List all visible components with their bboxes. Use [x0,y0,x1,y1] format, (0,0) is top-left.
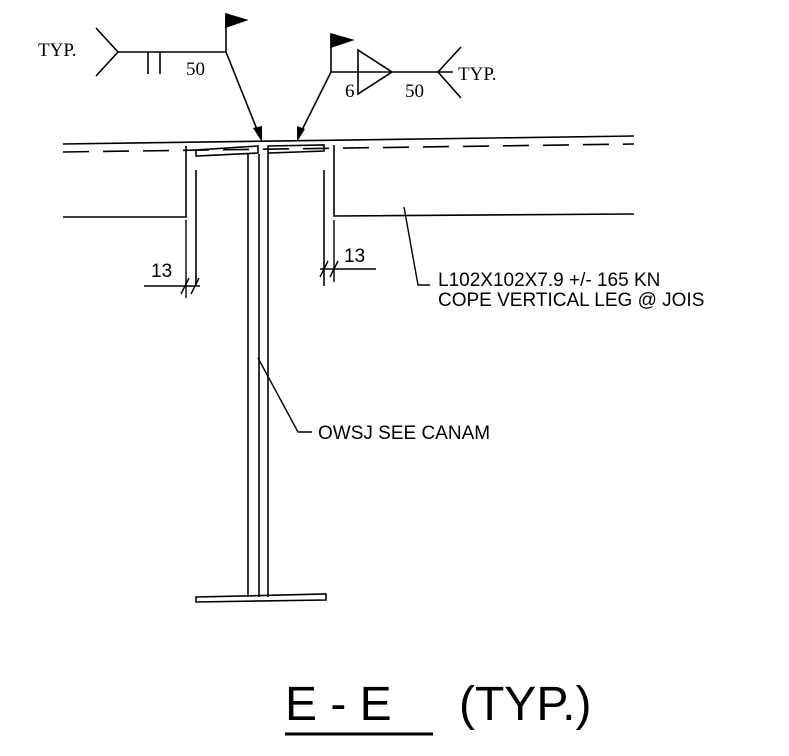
arrowhead-left [253,126,262,142]
joist-top-chord-right [267,144,325,154]
dimension-value-left: 13 [151,261,172,282]
weld-tail-note-left: TYP. [38,40,77,61]
weld-symbol-right [297,32,462,142]
joist-section [195,144,327,603]
weld-symbol-left [95,12,262,142]
angle-label-line1: L102X102X7.9 +/- 165 KN [438,270,660,291]
dimension-value-right: 13 [344,246,365,267]
joist-leader [257,357,312,433]
joist-label: OWSJ SEE CANAM [318,423,490,444]
weld-tail-left [95,27,120,77]
tick-left-1 [180,277,190,295]
weld-tail-note-right: TYP. [458,64,497,85]
section-title-suffix: (TYP.) [459,678,591,731]
beam-lines [62,135,635,286]
weld-length-left: 50 [186,59,205,80]
tick-right-1 [319,260,329,278]
angle-outline-right [333,145,635,217]
leader-arrow-right [300,71,332,133]
weld-size-right: 6 [345,81,355,102]
leaders [257,206,430,433]
tick-left-2 [190,277,200,295]
dimension-left [144,220,200,298]
hidden-line-dashed [62,143,635,153]
leader-arrow-left [225,51,259,133]
joist-top-chord-left [195,145,259,157]
angle-label-line2: COPE VERTICAL LEG @ JOIS [438,290,704,311]
joist-bottom-chord [195,593,327,603]
angle-outline-left [63,146,187,218]
dimension-right [319,220,376,282]
section-title: E - E [285,678,392,731]
angle-leader [403,206,430,286]
field-flag-right [330,32,355,49]
weld-length-right: 50 [405,81,424,102]
fillet-weld-triangle [357,48,394,96]
top-of-steel-line [62,135,635,145]
weld-tail-right [436,46,462,99]
arrowhead-right [297,126,305,142]
field-flag-left [225,12,249,29]
